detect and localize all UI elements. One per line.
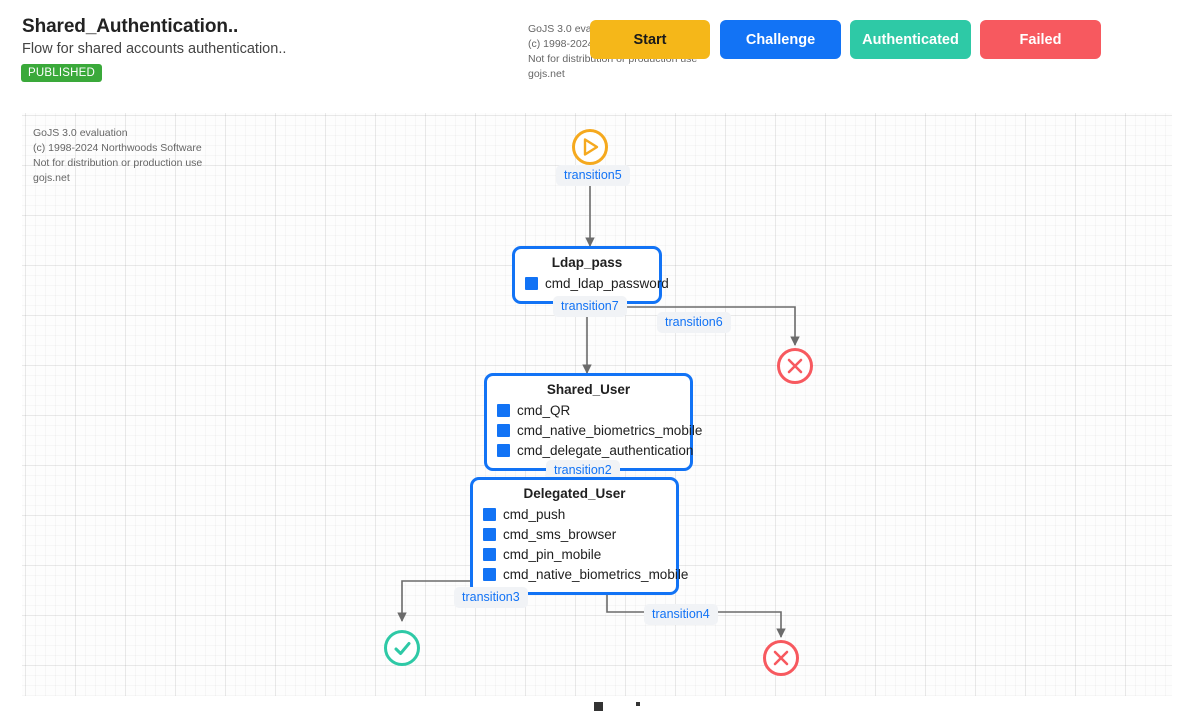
edge-label-transition2[interactable]: transition2 xyxy=(546,460,620,481)
canvas-bottom-toolbar[interactable] xyxy=(0,700,1194,711)
command-swatch-icon xyxy=(483,527,496,541)
node-title: Delegated_User xyxy=(523,486,626,501)
command-swatch-icon xyxy=(483,507,496,521)
command-label: cmd_pin_mobile xyxy=(503,546,602,562)
legend-button-start[interactable]: Start xyxy=(590,20,710,59)
edge-label-transition6[interactable]: transition6 xyxy=(657,312,731,333)
x-circle-icon xyxy=(787,358,803,374)
page-title: Shared_Authentication.. xyxy=(22,16,239,37)
node-title: Ldap_pass xyxy=(551,255,623,270)
legend-button-challenge[interactable]: Challenge xyxy=(720,20,841,59)
node-command-row[interactable]: cmd_native_biometrics_mobile xyxy=(483,564,688,584)
edge-label-transition5[interactable]: transition5 xyxy=(556,165,630,186)
command-label: cmd_native_biometrics_mobile xyxy=(503,566,689,582)
legend-button-authenticated[interactable]: Authenticated xyxy=(850,20,971,59)
node-command-row[interactable]: cmd_QR xyxy=(497,400,680,420)
edge-transition6 xyxy=(587,306,800,346)
watermark-line-4: gojs.net xyxy=(528,68,565,80)
node-command-row[interactable]: cmd_delegate_authentication xyxy=(497,440,693,460)
command-swatch-icon xyxy=(497,403,510,417)
toolbar-dot-icon[interactable] xyxy=(636,702,640,706)
node-start[interactable] xyxy=(572,129,608,165)
command-label: cmd_ldap_password xyxy=(545,275,669,291)
status-badge: PUBLISHED xyxy=(21,64,102,82)
edge-label-transition7[interactable]: transition7 xyxy=(553,296,627,317)
node-authenticated[interactable] xyxy=(384,630,420,666)
x-circle-icon xyxy=(773,650,789,666)
node-fail-bottom[interactable] xyxy=(763,640,799,676)
page-header: Shared_Authentication.. Flow for shared … xyxy=(0,0,1194,100)
command-swatch-icon xyxy=(497,443,510,457)
command-label: cmd_delegate_authentication xyxy=(517,442,694,458)
command-label: cmd_push xyxy=(503,506,566,522)
play-circle-icon xyxy=(583,138,599,156)
node-command-row[interactable]: cmd_pin_mobile xyxy=(483,544,666,564)
command-label: cmd_sms_browser xyxy=(503,526,617,542)
node-command-row[interactable]: cmd_ldap_password xyxy=(525,273,669,293)
command-swatch-icon xyxy=(497,423,510,437)
edge-label-transition4[interactable]: transition4 xyxy=(644,604,718,625)
zoom-to-fit-icon[interactable] xyxy=(594,702,603,711)
command-swatch-icon xyxy=(483,547,496,561)
edge-label-transition3[interactable]: transition3 xyxy=(454,587,528,608)
command-label: cmd_QR xyxy=(517,402,571,418)
command-swatch-icon xyxy=(525,276,538,290)
node-title: Shared_User xyxy=(546,382,631,397)
command-label: cmd_native_biometrics_mobile xyxy=(517,422,703,438)
node-command-row[interactable]: cmd_push xyxy=(483,504,666,524)
node-shared-user[interactable]: Shared_User cmd_QR cmd_native_biometrics… xyxy=(484,373,702,471)
node-command-row[interactable]: cmd_native_biometrics_mobile xyxy=(497,420,702,440)
flow-canvas[interactable]: GoJS 3.0 evaluation (c) 1998-2024 Northw… xyxy=(22,113,1172,696)
legend-button-failed[interactable]: Failed xyxy=(980,20,1101,59)
command-swatch-icon xyxy=(483,567,496,581)
node-delegated-user[interactable]: Delegated_User cmd_push cmd_sms_browser … xyxy=(470,477,688,595)
node-fail-top[interactable] xyxy=(777,348,813,384)
node-command-row[interactable]: cmd_sms_browser xyxy=(483,524,666,544)
check-circle-icon xyxy=(394,641,410,655)
page-subtitle: Flow for shared accounts authentication.… xyxy=(22,41,287,57)
